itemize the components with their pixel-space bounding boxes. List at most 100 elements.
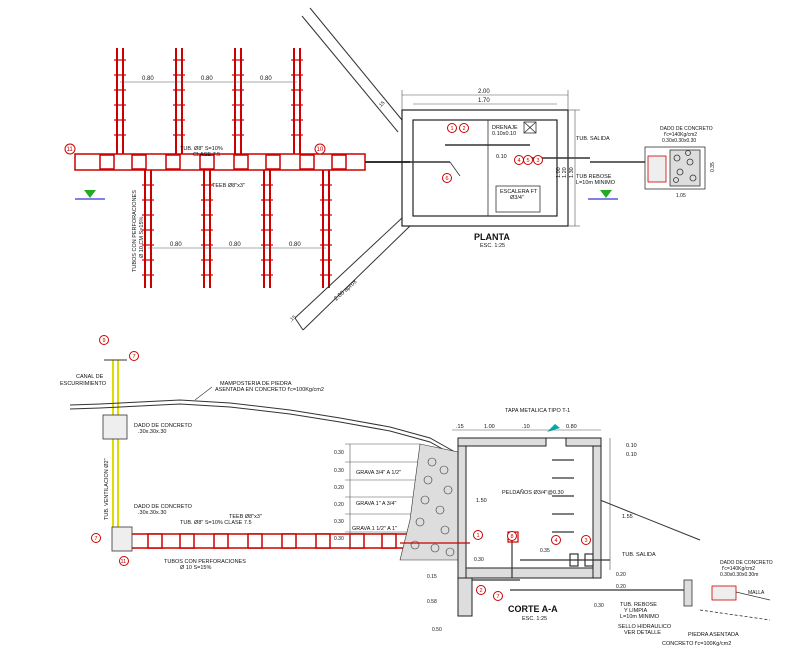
section-block-r-3: 0.30x0.30x0.30m	[720, 572, 758, 578]
section-ground	[69, 399, 701, 541]
plan-spacing-a3: 0.80	[260, 76, 272, 82]
plan-tee-label: TEEB Ø8"x3"	[212, 183, 245, 189]
section-overflow-1: TUB. REBOSE	[620, 602, 657, 608]
plan-dim-010: 0.10	[496, 154, 507, 160]
plan-spacing-a1: 0.80	[142, 76, 154, 82]
section-dim-020b: 0.20	[616, 584, 626, 590]
section-dim-left-2: 0.30	[334, 468, 344, 474]
plan-spacing-b3: 0.80	[289, 242, 301, 248]
section-marker-2: 2	[480, 588, 483, 594]
section-marker-7c: 7	[497, 594, 500, 600]
plan-marker-10: 10	[317, 147, 324, 153]
plan-drain-1: DRENAJE	[492, 125, 518, 131]
section-rungs	[552, 459, 574, 533]
section-marker-7b: 7	[95, 536, 98, 542]
section-seal-1: SELLO HIDRAULICO	[618, 624, 672, 630]
section-stone-fill	[399, 443, 461, 561]
section-dim-left-6: 0.30	[334, 536, 344, 542]
section-gravel-1: GRAVA 3/4" A 1/2"	[356, 470, 401, 476]
plan-main-pipe	[74, 153, 410, 171]
section-dim-right-1: 0.10	[626, 443, 637, 449]
section-marker-1: 1	[477, 533, 480, 539]
plan-upper-branches	[114, 48, 303, 154]
plan-wall-length: 2.00 aprox	[333, 279, 358, 302]
section-gravel-3: GRAVA 1 1/2" A 1"	[352, 526, 397, 532]
plan-dim-170: 1.70	[478, 98, 490, 104]
section-dim-020: 0.20	[616, 572, 626, 578]
plan-tank-internals	[410, 120, 590, 216]
plan-spacing-a2: 0.80	[201, 76, 213, 82]
section-dim-035: 0.35	[540, 548, 550, 554]
plan-perforated-1: TUBOS CON PERFORACIONES	[132, 190, 138, 272]
section-dim-030b: 0.30	[594, 603, 604, 609]
plan-block-1: DADO DE CONCRETO	[660, 126, 713, 132]
section-block-bot-1: DADO DE CONCRETO	[134, 504, 193, 510]
section-outlet: TUB. SALIDA	[622, 552, 656, 558]
plan-end-markers	[64, 143, 326, 155]
section-perf-2: Ø 10 S=15%	[180, 565, 211, 571]
plan-block-2: f'c=140Kg/cm2	[664, 132, 697, 138]
plan-view: 0.80 0.80 0.80 0.80 0.80 0.80 TUB. Ø8" S…	[64, 7, 716, 331]
section-tank-walls	[457, 437, 602, 617]
section-block-r-2: f'c=140Kg/cm2	[722, 566, 755, 572]
section-perf-1: TUBOS CON PERFORACIONES	[164, 559, 246, 565]
section-marker-7a: 7	[133, 354, 136, 360]
section-cover-icon	[547, 424, 560, 432]
plan-dim-015: .15	[288, 314, 297, 323]
section-masonry-leader	[194, 386, 213, 401]
section-dim-155: 1.55	[622, 514, 633, 520]
section-dim-015: 0.15	[427, 574, 437, 580]
section-rungs-label: PELDAÑOS Ø3/4"@0.30	[502, 489, 564, 496]
section-overflow-2: Y LIMPIA	[624, 608, 647, 614]
section-gravel-2: GRAVA 1" A 3/4"	[356, 501, 396, 507]
section-vent-markers	[91, 335, 139, 566]
plan-marker-11: 11	[67, 147, 74, 153]
plan-dim-100: 1.00	[556, 167, 562, 178]
section-fittings	[400, 531, 690, 591]
section-dim-top-2: 1.00	[484, 424, 495, 430]
plan-spacing-b1: 0.80	[170, 242, 182, 248]
section-scale: ESC. 1:25	[522, 616, 547, 622]
section-title: CORTE A-A	[508, 604, 558, 614]
section-block-bot-2: .30x.30x.30	[138, 510, 166, 516]
section-dim-top-3: .10	[522, 424, 530, 430]
plan-dim-105: 1.05	[676, 193, 686, 199]
plan-marker-2: 2	[463, 126, 466, 132]
plan-right-dims	[568, 109, 580, 227]
section-dim-left-3: 0.20	[334, 485, 344, 491]
plan-block-3: 0.30x0.30x0.30	[662, 138, 696, 144]
plan-pipe-label-1: TUB. Ø8" S=10%	[180, 146, 223, 152]
section-pipe-2: TUB. Ø8" S=10% CLASE 7.5	[180, 520, 252, 526]
section-fitting-markers	[473, 530, 591, 601]
section-dim-right-2: 0.10	[626, 452, 637, 458]
section-vent-label: TUB. VENTILACION Ø2"	[104, 458, 110, 520]
section-stone-1: PIEDRA ASENTADA	[688, 632, 739, 638]
plan-dim-130: 1.30	[569, 167, 575, 178]
plan-title: PLANTA	[474, 232, 510, 242]
section-dim-top-1: .15	[456, 424, 464, 430]
section-pipe-1: TEEB Ø8"x3"	[229, 514, 262, 520]
section-seal-2: VER DETALLE	[624, 630, 661, 636]
plan-scale: ESC. 1:25	[480, 243, 505, 249]
plan-marker-3: 3	[537, 158, 540, 164]
plan-dim-015b: .15	[377, 100, 386, 109]
section-view: 9 7 7 11 CANAL DE ESCURRIMIENTO DADO DE …	[60, 335, 773, 647]
plan-wing-walls	[294, 7, 411, 331]
section-bottom-block	[111, 526, 133, 552]
plan-drain-2: 0.10x0.10	[492, 131, 516, 137]
section-dim-left-1: 0.30	[334, 450, 344, 456]
section-masonry-1: MAMPOSTERIA DE PIEDRA	[220, 381, 292, 387]
plan-marker-5: 5	[527, 158, 530, 164]
section-dim-030: 0.30	[474, 557, 484, 563]
section-marker-8: 8	[511, 534, 514, 540]
section-vent-pipe	[104, 359, 127, 535]
plan-stair-2: Ø3/4"	[510, 195, 524, 201]
section-dim-058: 0.58	[427, 599, 437, 605]
section-cover: TAPA METALICA TIPO T-1	[505, 408, 570, 414]
plan-perforated-2: Ø 10 CM S=15%	[139, 216, 145, 258]
plan-marker-4: 4	[518, 158, 521, 164]
section-dim-050: 0.50	[432, 627, 442, 633]
plan-spacing-b2: 0.80	[229, 242, 241, 248]
section-overflow-3: L=10m MINIMO	[620, 614, 660, 620]
